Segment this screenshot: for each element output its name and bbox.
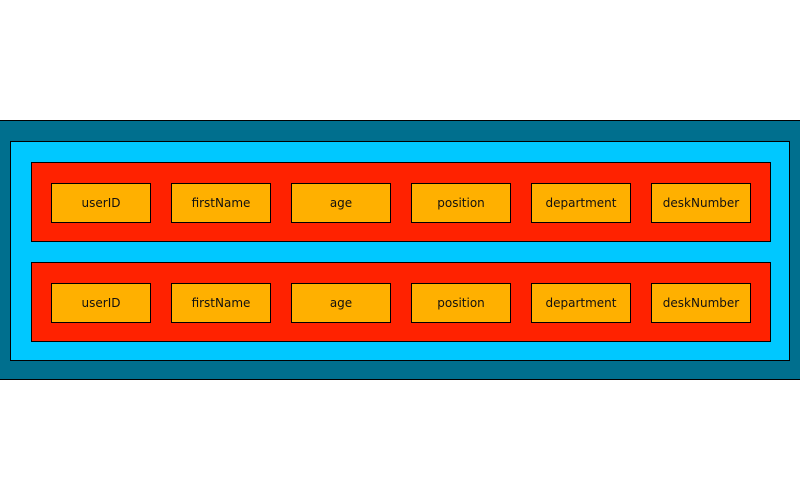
field-department: department (531, 183, 631, 223)
record-row-1: userID firstName age position department… (31, 162, 771, 242)
field-desknumber: deskNumber (651, 283, 751, 323)
inner-container: userID firstName age position department… (10, 141, 790, 361)
record-row-2: userID firstName age position department… (31, 262, 771, 342)
outer-container: userID firstName age position department… (0, 120, 800, 380)
field-firstname: firstName (171, 283, 271, 323)
field-age: age (291, 183, 391, 223)
field-department: department (531, 283, 631, 323)
field-firstname: firstName (171, 183, 271, 223)
field-userid: userID (51, 183, 151, 223)
field-desknumber: deskNumber (651, 183, 751, 223)
field-position: position (411, 183, 511, 223)
field-position: position (411, 283, 511, 323)
field-age: age (291, 283, 391, 323)
field-userid: userID (51, 283, 151, 323)
